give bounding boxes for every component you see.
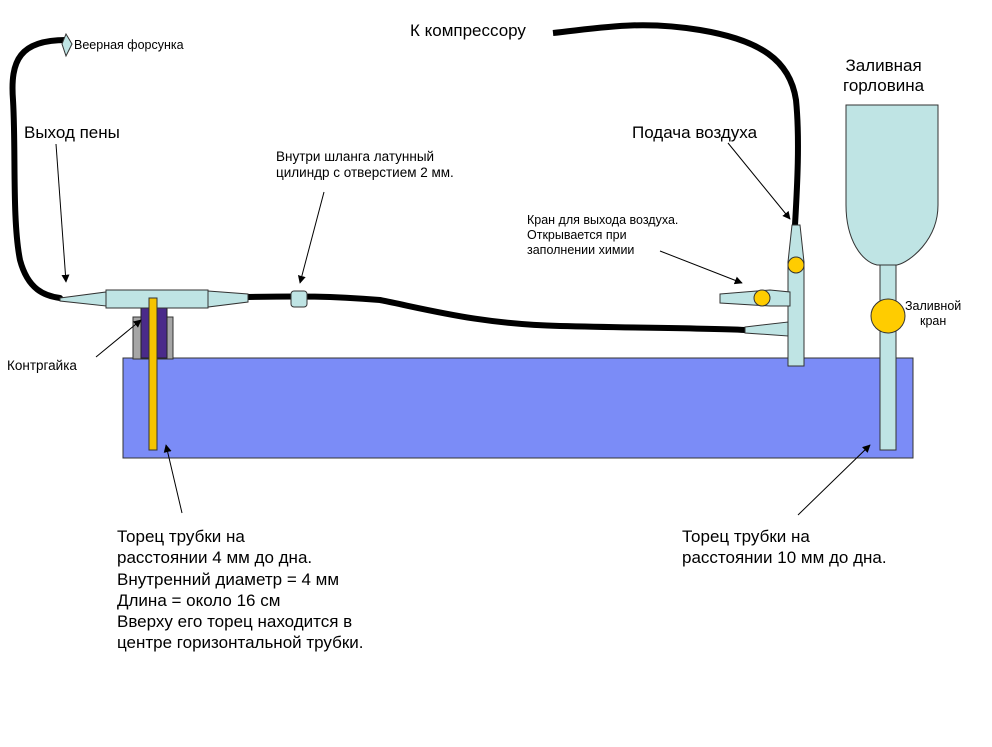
tee-left-nozzle (59, 291, 107, 307)
hose-tee-to-air (247, 293, 746, 333)
arrow-air-release (659, 250, 743, 285)
arrow-air-supply (727, 142, 791, 220)
label-air-supply: Подача воздуха (632, 123, 758, 142)
tank (122, 357, 914, 459)
label-air-release-valve: Кран для выхода воздуха. Открывается при… (527, 213, 679, 257)
brass-cylinder (290, 290, 308, 308)
arrow-foam-outlet (55, 143, 70, 283)
label-tube-end-left: Торец трубки на расстоянии 4 мм до дна. … (117, 527, 364, 653)
air-supply-valve (787, 256, 805, 274)
tee-right-nozzle (207, 290, 249, 308)
fill-neck-pipe (879, 264, 897, 451)
label-tube-end-right: Торец трубки на расстоянии 10 мм до дна. (682, 527, 887, 568)
label-fill-valve: Заливной кран (905, 299, 962, 328)
air-supply-pipe (787, 261, 805, 367)
hose-to-nozzle (9, 37, 69, 301)
label-foam-outlet: Выход пены (24, 123, 120, 142)
fill-valve (870, 298, 906, 334)
air-supply-nozzle (787, 224, 805, 263)
label-fill-neck: Заливная горловина (843, 56, 925, 96)
arrow-locknut (95, 319, 142, 358)
arrow-brass-cylinder (297, 191, 325, 284)
arrow-tube-end-right (797, 444, 871, 516)
air-release-valve (753, 289, 771, 307)
label-fan-nozzle: Веерная форсунка (74, 38, 184, 52)
hose-from-compressor (552, 22, 801, 226)
label-to-compressor: К компрессору (410, 21, 526, 40)
fan-nozzle-icon (61, 32, 73, 58)
fill-neck-funnel (845, 104, 939, 266)
inner-tube-left (148, 297, 158, 451)
air-inlet-branch (744, 321, 789, 337)
arrow-tube-end-left (163, 444, 183, 514)
label-locknut: Контргайка (7, 358, 77, 373)
label-brass-cylinder: Внутри шланга латунный цилиндр с отверст… (276, 149, 454, 181)
